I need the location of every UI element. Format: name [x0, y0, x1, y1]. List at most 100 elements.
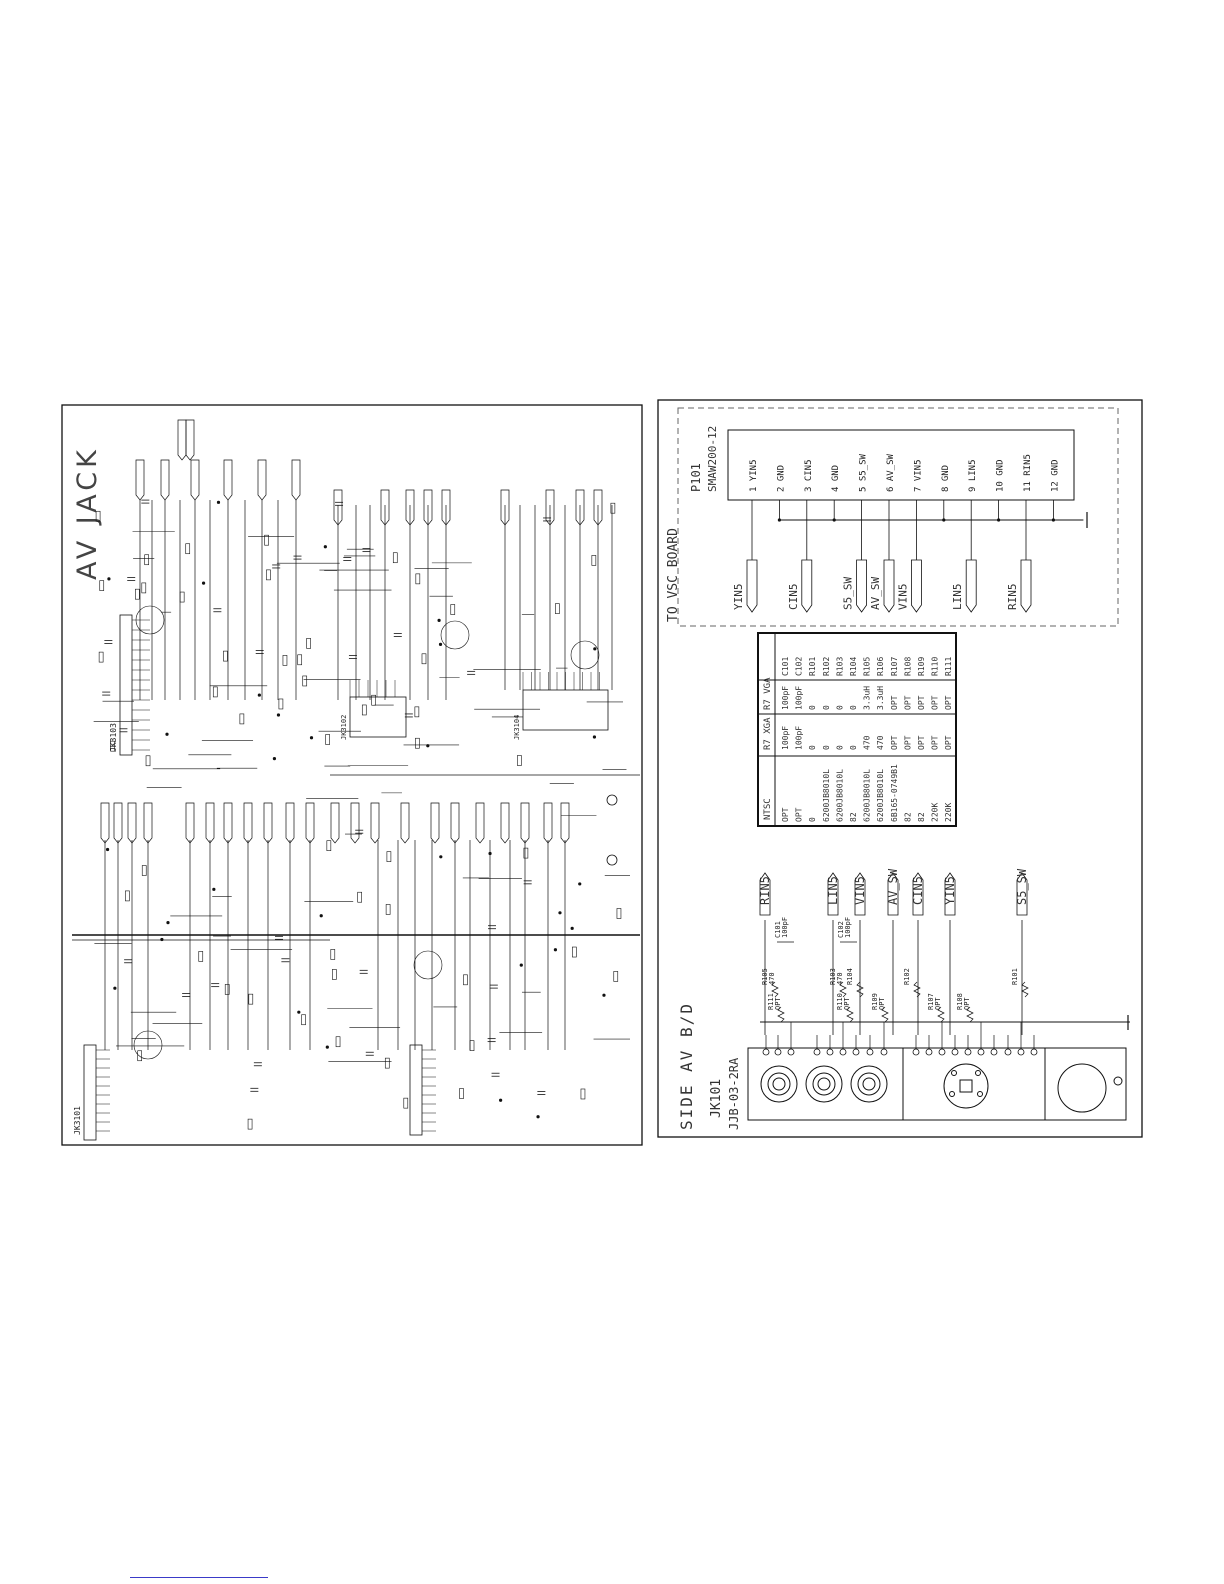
- junction-dot: [519, 963, 523, 967]
- p101-pin-10: 10 GND: [996, 459, 1006, 492]
- junction-dot: [437, 618, 441, 622]
- signal-flag: [380, 489, 390, 526]
- p101-header: [727, 429, 1075, 501]
- option-cell-ntsc: 0: [808, 817, 817, 822]
- resistor-symbol: [771, 981, 779, 998]
- option-cell-xga: OPT: [890, 735, 899, 750]
- resistor-symbol: [179, 591, 185, 603]
- junction-dot: [536, 1115, 540, 1119]
- resistor-symbol: [95, 510, 101, 522]
- option-cell-vga: 3.3uH: [863, 686, 872, 710]
- option-cell-vga: 0: [822, 705, 831, 710]
- resistor-symbol: [99, 580, 105, 591]
- p101-pin-6: 6 AV_SW: [886, 453, 896, 492]
- jk101-pin: [826, 1048, 834, 1056]
- jk101-pin: [839, 1048, 847, 1056]
- signal-flag: [405, 489, 415, 526]
- connector-jk3101: [83, 1044, 97, 1141]
- capacitor-ref: C102: [837, 921, 845, 938]
- junction-dot: [323, 545, 327, 549]
- resistor-symbol: [212, 686, 218, 698]
- resistor-symbol: [125, 890, 130, 902]
- resistor-value: OPT: [843, 997, 851, 1010]
- resistor-symbol: [332, 969, 337, 980]
- junction-dot: [166, 920, 170, 925]
- resistor-symbol: [450, 604, 456, 615]
- signal-flag: [190, 459, 200, 501]
- resistor-ref: R110: [836, 993, 844, 1010]
- resistor-symbol: [415, 573, 421, 585]
- signal-flag: [205, 802, 215, 844]
- connector-jk3105: [409, 1044, 423, 1136]
- resistor-symbol: [198, 951, 204, 962]
- resistor-symbol: [555, 603, 560, 614]
- junction-dot: [553, 948, 558, 952]
- jk101-pin: [938, 1048, 946, 1056]
- resistor-symbol: [386, 851, 392, 862]
- resistor-symbol: [517, 755, 522, 766]
- junction-dot: [319, 914, 323, 918]
- connector-jk3104: [522, 689, 609, 731]
- option-cell-ntsc: 6200JB8010L: [835, 769, 844, 822]
- p101-pin-3: 3 CIN5: [804, 459, 814, 492]
- option-cell-ntsc: OPT: [781, 807, 790, 822]
- signal-flag: [500, 489, 510, 526]
- test-point: [606, 794, 618, 806]
- av-jack-title: AV JACK: [72, 446, 103, 580]
- av-jack-wiring: [72, 419, 640, 1132]
- signal-flag: [545, 489, 555, 526]
- option-cell-ref: R104: [849, 657, 858, 676]
- signal-flag: [177, 419, 187, 461]
- resistor-symbol: [572, 946, 577, 958]
- jk101-pin: [990, 1048, 998, 1056]
- jk101-pin: [1017, 1048, 1025, 1056]
- signal-flag: [185, 802, 195, 844]
- option-cell-ref: R106: [876, 657, 885, 676]
- signal-flag: [593, 489, 603, 526]
- jk101-pin: [951, 1048, 959, 1056]
- rca-jack-3: [850, 1065, 888, 1103]
- resistor-ref: R101: [1011, 968, 1019, 985]
- resistor-symbol: [301, 1014, 306, 1026]
- jk101-pin: [912, 1048, 920, 1056]
- resistor-symbol: [937, 1006, 945, 1023]
- signal-flag: [543, 802, 553, 844]
- junction-dot: [325, 1045, 329, 1049]
- side-av-frame: [657, 399, 1143, 1138]
- option-cell-ntsc: 6B165-0749B1: [890, 764, 899, 822]
- capacitor-value: 100pF: [781, 917, 789, 938]
- resistor-symbol: [264, 534, 269, 546]
- connector-jk3101-label: JK3101: [73, 1106, 82, 1135]
- board-signal-rin5: RIN5: [1006, 584, 1019, 611]
- option-cell-ntsc: OPT: [795, 807, 804, 822]
- junction-dot: [105, 847, 110, 852]
- resistor-symbol: [469, 1040, 475, 1051]
- p101-pin-7: 7 VIN5: [913, 459, 923, 492]
- resistor-value: OPT: [963, 997, 971, 1010]
- junction-dot: [558, 911, 562, 915]
- signal-flag: [560, 802, 570, 844]
- resistor-symbol: [616, 908, 622, 919]
- junction-dot: [257, 693, 261, 697]
- signal-flag: [370, 802, 380, 844]
- signal-flag: [100, 802, 110, 844]
- resistor-symbol: [361, 704, 367, 716]
- connector-jk3103: [119, 614, 133, 756]
- signal-flag: [113, 802, 123, 844]
- resistor-symbol: [839, 981, 847, 998]
- signal-flag: [400, 802, 410, 844]
- resistor-symbol: [302, 675, 308, 687]
- signal-flag: [305, 802, 315, 844]
- jk101-body: [747, 1047, 1127, 1121]
- signal-flag: [160, 459, 170, 501]
- option-cell-vga: OPT: [890, 695, 899, 710]
- junction-dot: [212, 887, 216, 891]
- resistor-symbol: [135, 588, 140, 600]
- resistor-symbol: [385, 904, 391, 915]
- jk101-pin: [762, 1048, 770, 1056]
- p101-pin-8: 8 GND: [941, 465, 951, 492]
- board-signal-lin5: LIN5: [951, 584, 964, 611]
- resistor-symbol: [357, 891, 362, 903]
